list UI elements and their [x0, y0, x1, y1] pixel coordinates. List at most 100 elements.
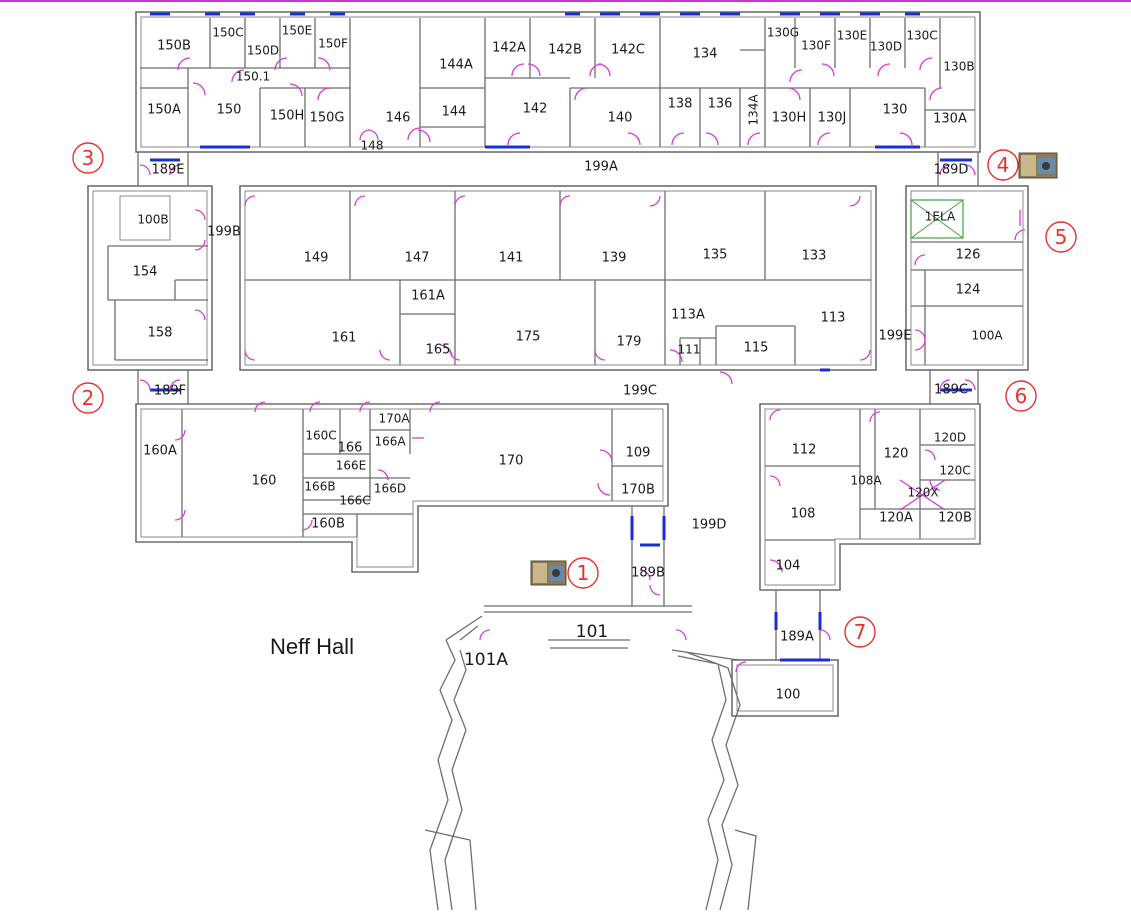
room-120D-label[interactable]: 120D: [934, 431, 966, 445]
room-144-label[interactable]: 144: [442, 105, 467, 120]
room-189A-label[interactable]: 189A: [780, 630, 814, 645]
room-100A-label[interactable]: 100A: [971, 329, 1003, 343]
room-142C-label[interactable]: 142C: [611, 43, 645, 58]
room-166D-label[interactable]: 166D: [374, 482, 406, 496]
room-170-label[interactable]: 170: [499, 454, 524, 469]
room-199B-label[interactable]: 199B: [207, 225, 241, 240]
room-189B-label[interactable]: 189B: [631, 566, 665, 581]
room-150F-label[interactable]: 150F: [318, 37, 348, 51]
room-160C-label[interactable]: 160C: [305, 429, 336, 443]
room-140-label[interactable]: 140: [608, 111, 633, 126]
room-189E-label[interactable]: 189E: [151, 163, 184, 178]
marker-5[interactable]: 5: [1045, 221, 1077, 253]
room-150G-label[interactable]: 150G: [310, 111, 345, 126]
room-113-label[interactable]: 113: [821, 311, 846, 326]
room-160B-label[interactable]: 160B: [311, 517, 345, 532]
room-142-label[interactable]: 142: [523, 102, 548, 117]
room-142B-label[interactable]: 142B: [548, 43, 582, 58]
room-144A-label[interactable]: 144A: [439, 58, 473, 73]
room-113A-label[interactable]: 113A: [671, 308, 705, 323]
marker-7[interactable]: 7: [844, 616, 876, 648]
room-100B-label[interactable]: 100B: [137, 213, 168, 227]
room-136-label[interactable]: 136: [708, 97, 733, 112]
room-1ELA-label[interactable]: 1ELA: [925, 210, 956, 224]
room-135-label[interactable]: 135: [703, 248, 728, 263]
marker-4[interactable]: 4: [987, 149, 1019, 181]
room-160A-label[interactable]: 160A: [143, 444, 177, 459]
room-179-label[interactable]: 179: [617, 335, 642, 350]
room-170A-label[interactable]: 170A: [378, 412, 410, 426]
camera-thumbnail-1[interactable]: [530, 560, 567, 586]
room-109-label[interactable]: 109: [626, 446, 651, 461]
room-130B-label[interactable]: 130B: [943, 60, 974, 74]
room-130D-label[interactable]: 130D: [870, 40, 902, 54]
marker-2[interactable]: 2: [72, 382, 104, 414]
room-100-label[interactable]: 100: [776, 688, 801, 703]
room-134-label[interactable]: 134: [693, 47, 718, 62]
room-189D-label[interactable]: 189D: [934, 163, 969, 178]
room-161-label[interactable]: 161: [332, 331, 357, 346]
room-150H-label[interactable]: 150H: [270, 109, 305, 124]
room-166E-label[interactable]: 166E: [336, 459, 367, 473]
marker-3[interactable]: 3: [72, 142, 104, 174]
room-120C-label[interactable]: 120C: [939, 464, 970, 478]
room-120-label[interactable]: 120: [884, 447, 909, 462]
room-126-label[interactable]: 126: [956, 248, 981, 263]
room-130-label[interactable]: 130: [883, 103, 908, 118]
room-199D-label[interactable]: 199D: [692, 518, 727, 533]
room-147-label[interactable]: 147: [405, 251, 430, 266]
room-150C-label[interactable]: 150C: [212, 26, 243, 40]
room-166B-label[interactable]: 166B: [304, 480, 335, 494]
room-161A-label[interactable]: 161A: [411, 289, 445, 304]
room-139-label[interactable]: 139: [602, 251, 627, 266]
room-150-1-label[interactable]: 150.1: [236, 70, 270, 84]
room-130C-label[interactable]: 130C: [906, 29, 937, 43]
room-120B-label[interactable]: 120B: [938, 511, 972, 526]
room-160-label[interactable]: 160: [252, 474, 277, 489]
room-134A-label[interactable]: 134A: [747, 94, 761, 126]
room-189F-label[interactable]: 189F: [154, 384, 186, 399]
room-150-label[interactable]: 150: [217, 103, 242, 118]
room-158-label[interactable]: 158: [148, 326, 173, 341]
room-166A-label[interactable]: 166A: [374, 435, 406, 449]
room-199C-label[interactable]: 199C: [623, 384, 657, 399]
room-148-label[interactable]: 148: [361, 139, 384, 153]
room-150E-label[interactable]: 150E: [282, 24, 313, 38]
room-133-label[interactable]: 133: [802, 249, 827, 264]
room-150B-label[interactable]: 150B: [157, 39, 191, 54]
room-170B-label[interactable]: 170B: [621, 483, 655, 498]
room-104-label[interactable]: 104: [776, 559, 801, 574]
room-101-label[interactable]: 101: [576, 622, 608, 642]
room-111-label[interactable]: 111: [678, 343, 701, 357]
camera-thumbnail-4[interactable]: [1018, 152, 1058, 179]
room-112-label[interactable]: 112: [792, 443, 817, 458]
room-150D-label[interactable]: 150D: [247, 44, 279, 58]
room-130F-label[interactable]: 130F: [801, 39, 831, 53]
room-130J-label[interactable]: 130J: [818, 111, 847, 126]
room-120A-label[interactable]: 120A: [879, 511, 913, 526]
room-130E-label[interactable]: 130E: [837, 29, 868, 43]
room-108A-label[interactable]: 108A: [850, 474, 882, 488]
room-166C-label[interactable]: 166C: [339, 494, 370, 508]
marker-1[interactable]: 1: [567, 557, 599, 589]
room-150A-label[interactable]: 150A: [147, 103, 181, 118]
room-154-label[interactable]: 154: [133, 265, 158, 280]
room-115-label[interactable]: 115: [744, 341, 769, 356]
room-124-label[interactable]: 124: [956, 283, 981, 298]
room-141-label[interactable]: 141: [499, 251, 524, 266]
room-130G-label[interactable]: 130G: [767, 26, 799, 40]
room-149-label[interactable]: 149: [304, 251, 329, 266]
marker-6[interactable]: 6: [1005, 380, 1037, 412]
room-120X-label[interactable]: 120X: [907, 486, 938, 500]
room-189C-label[interactable]: 189C: [934, 383, 968, 398]
room-101A-label[interactable]: 101A: [464, 650, 508, 670]
room-142A-label[interactable]: 142A: [492, 41, 526, 56]
room-130A-label[interactable]: 130A: [933, 112, 967, 127]
room-138-label[interactable]: 138: [668, 97, 693, 112]
room-166-label[interactable]: 166: [338, 441, 363, 456]
room-108-label[interactable]: 108: [791, 507, 816, 522]
room-130H-label[interactable]: 130H: [772, 111, 807, 126]
room-175-label[interactable]: 175: [516, 330, 541, 345]
room-199E-label[interactable]: 199E: [878, 329, 911, 344]
room-165-label[interactable]: 165: [426, 343, 451, 358]
